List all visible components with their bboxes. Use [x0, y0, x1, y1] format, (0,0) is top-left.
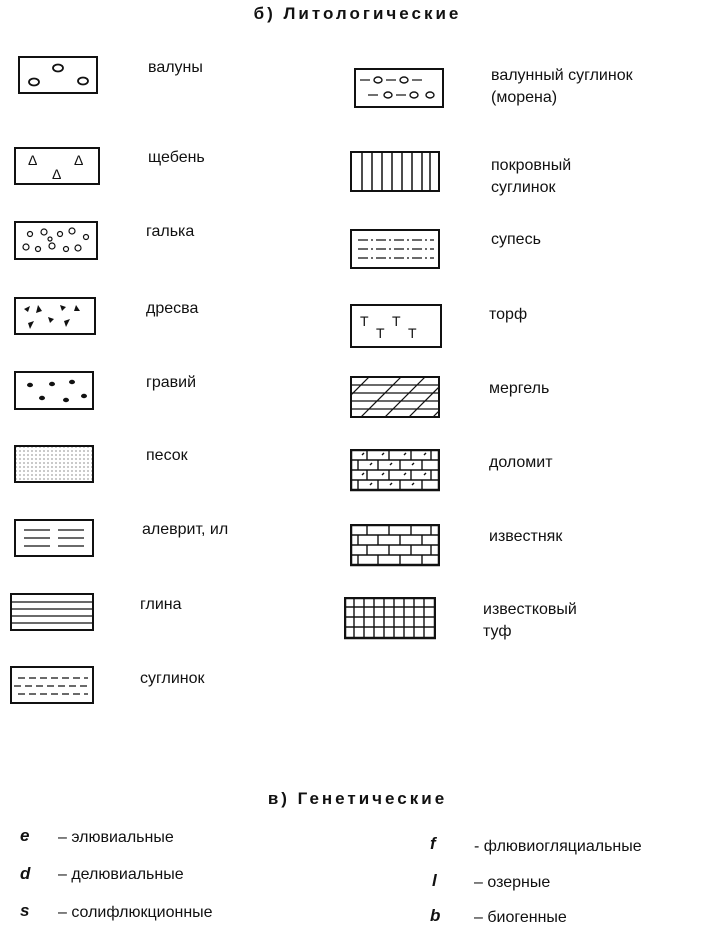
peat-label: торф [489, 306, 528, 323]
boulder-loam-label-2: (морена) [491, 89, 558, 106]
sandy-loam-label: супесь [491, 231, 541, 248]
gravel-label: гравий [146, 374, 197, 391]
genetic-description: – элювиальные [58, 829, 174, 846]
cover-loam-label-1: покровный [491, 157, 572, 174]
sand-label: песок [146, 447, 188, 464]
genetic-code: l [432, 871, 437, 890]
sandy-loam-symbol [350, 229, 440, 269]
genetic-code: e [20, 826, 30, 845]
genetic-code: b [430, 906, 441, 925]
genetic-description: – делювиальные [58, 866, 184, 883]
marl-label: мергель [489, 380, 550, 397]
genetic-code: s [20, 901, 30, 920]
silt-label: алеврит, ил [142, 521, 229, 538]
marl-symbol [350, 376, 440, 418]
boulders-symbol [18, 56, 98, 94]
loam-label: суглинок [140, 670, 205, 687]
genetic-description: – солифлюкционные [58, 904, 213, 921]
calcareous-tuff-label-1: известковый [483, 601, 577, 618]
genetic-code: f [430, 834, 436, 853]
gruss-symbol [14, 297, 96, 335]
sand-symbol [14, 445, 94, 483]
loam-symbol [10, 666, 94, 704]
lithological-heading: б) Литологические [253, 4, 462, 23]
genetic-heading: в) Генетические [267, 789, 448, 808]
pebble-symbol [14, 221, 98, 260]
rubble-symbol: Δ Δ Δ [14, 147, 100, 185]
gravel-symbol [14, 371, 94, 410]
boulder-loam-label-1: валунный суглинок [491, 67, 633, 84]
calcareous-tuff-symbol [344, 597, 436, 640]
svg-text:Δ: Δ [52, 166, 61, 182]
rubble-label: щебень [148, 149, 205, 166]
clay-label: глина [140, 596, 182, 613]
limestone-symbol [350, 524, 440, 567]
peat-symbol: T T T T [350, 304, 442, 348]
boulder-loam-symbol [354, 68, 444, 108]
dolomite-symbol [350, 449, 440, 492]
limestone-label: известняк [489, 528, 563, 545]
genetic-description: - флювиогляциальные [474, 838, 642, 855]
svg-text:T: T [408, 325, 417, 341]
cover-loam-symbol [350, 151, 440, 192]
svg-text:Δ: Δ [28, 152, 37, 168]
boulders-label: валуны [148, 59, 203, 76]
svg-text:T: T [360, 313, 369, 329]
silt-symbol [14, 519, 94, 557]
genetic-description: – биогенные [474, 909, 567, 926]
genetic-description: – озерные [474, 874, 551, 891]
svg-text:T: T [376, 325, 385, 341]
pebble-label: галька [146, 223, 195, 240]
clay-symbol [10, 593, 94, 631]
gruss-label: дресва [146, 300, 199, 317]
dolomite-label: доломит [489, 454, 553, 471]
calcareous-tuff-label-2: туф [483, 623, 512, 640]
svg-text:T: T [392, 313, 401, 329]
cover-loam-label-2: суглинок [491, 179, 556, 196]
genetic-code: d [20, 864, 31, 883]
svg-text:Δ: Δ [74, 152, 83, 168]
